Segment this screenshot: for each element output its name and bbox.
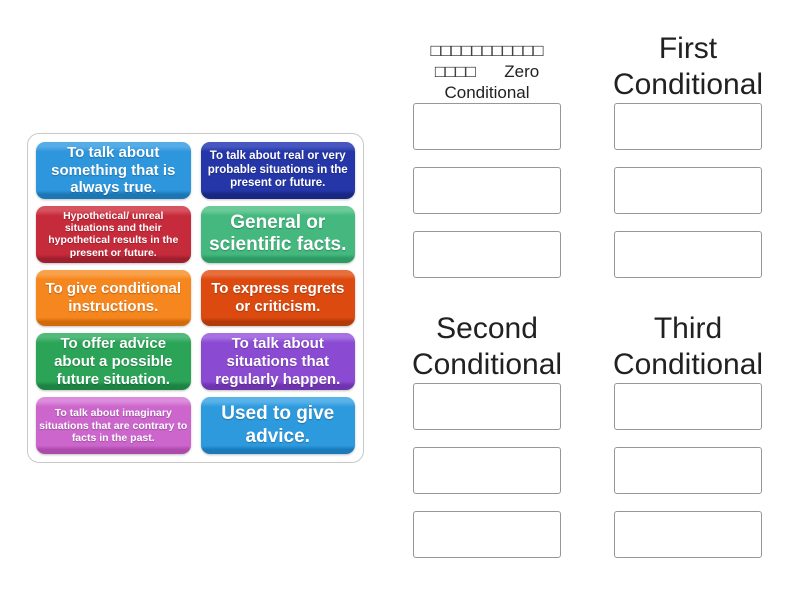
drop-slot[interactable] (614, 231, 762, 278)
draggable-tile[interactable]: To give conditional instructions. (36, 269, 191, 327)
group-third-conditional: Third Conditional (593, 308, 783, 558)
group-first-conditional: First Conditional (593, 28, 783, 278)
drop-slot[interactable] (413, 231, 561, 278)
draggable-tile[interactable]: General or scientific facts. (200, 206, 355, 263)
drop-slot[interactable] (413, 383, 561, 430)
drop-slot[interactable] (614, 167, 762, 214)
group-header: Second Conditional (392, 308, 582, 383)
drop-slot[interactable] (614, 511, 762, 558)
drop-slot[interactable] (614, 103, 762, 150)
tile-tray: To talk about something that is always t… (27, 133, 364, 463)
group-title: □□□□□□□□□□□ □□□□ Zero Conditional (430, 41, 544, 102)
group-header: First Conditional (593, 28, 783, 103)
drop-slot[interactable] (614, 383, 762, 430)
group-second-conditional: Second Conditional (392, 308, 582, 558)
draggable-tile[interactable]: To talk about situations that regularly … (200, 333, 355, 391)
group-header: Third Conditional (593, 308, 783, 383)
draggable-tile[interactable]: Hypothetical/ unreal situations and thei… (36, 206, 191, 263)
draggable-tile[interactable]: Used to give advice. (200, 397, 355, 454)
drop-slot[interactable] (413, 447, 561, 494)
slot-column (392, 383, 582, 558)
group-title: Third Conditional (612, 312, 764, 381)
group-zero-conditional: □□□□□□□□□□□ □□□□ Zero Conditional (392, 28, 582, 278)
slot-column (593, 103, 783, 278)
draggable-tile[interactable]: To talk about something that is always t… (36, 142, 191, 200)
drop-slot[interactable] (413, 167, 561, 214)
slot-column (593, 383, 783, 558)
slot-column (392, 103, 582, 278)
drop-slot[interactable] (614, 447, 762, 494)
group-header: □□□□□□□□□□□ □□□□ Zero Conditional (392, 28, 582, 103)
draggable-tile[interactable]: To talk about imaginary situations that … (36, 397, 191, 454)
group-title: Second Conditional (411, 312, 563, 381)
group-title: First Conditional (612, 32, 764, 101)
draggable-tile[interactable]: To offer advice about a possible future … (36, 333, 191, 391)
drop-slot[interactable] (413, 103, 561, 150)
draggable-tile[interactable]: To express regrets or criticism. (200, 269, 355, 327)
drop-slot[interactable] (413, 511, 561, 558)
draggable-tile[interactable]: To talk about real or very probable situ… (200, 142, 355, 200)
